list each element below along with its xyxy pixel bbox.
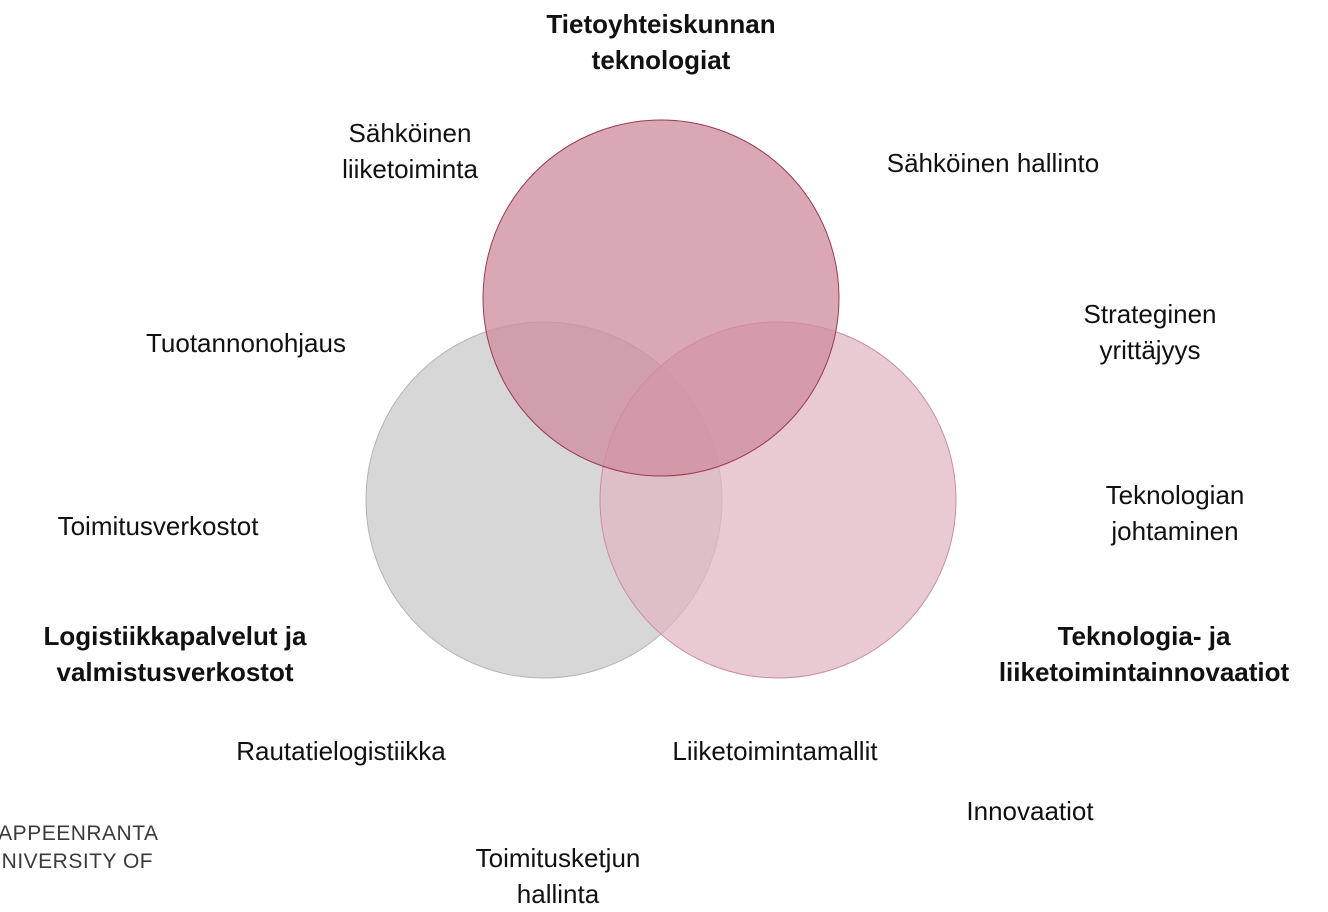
topic-sahkoinen-liiketoiminta: Sähköinen liiketoiminta [342,118,478,184]
topic-innovaatiot: Innovaatiot [966,796,1094,826]
topic-tuotannonohjaus: Tuotannonohjaus [146,328,346,358]
topic-toimitusverkostot: Toimitusverkostot [57,511,259,541]
circle-information-society [482,119,840,477]
title-innovations: Teknologia- ja liiketoimintainnovaatiot [998,621,1290,687]
logo-line-2: UNIVERSITY OF TECHNOLOGY [0,850,154,880]
topic-strateginen-yrittajyys: Strateginen yrittäjyys [1083,299,1217,365]
topic-teknologian-johtaminen: Teknologian johtaminen [1105,480,1245,546]
title-information-society: Tietoyhteiskunnan teknologiat [546,9,776,75]
university-logo: LAPPEENRANTA UNIVERSITY OF TECHNOLOGY [0,820,260,880]
topic-sahkoinen-hallinto: Sähköinen hallinto [886,148,1100,178]
topic-rautatielogistiikka: Rautatielogistiikka [236,736,446,766]
topic-toimitusketjun-hallinta: Toimitusketjun hallinta [475,843,641,909]
logo-line-1: LAPPEENRANTA [0,822,159,845]
title-logistics: Logistiikkapalvelut ja valmistusverkosto… [43,621,307,687]
topic-liiketoimintamallit: Liiketoimintamallit [672,736,878,766]
